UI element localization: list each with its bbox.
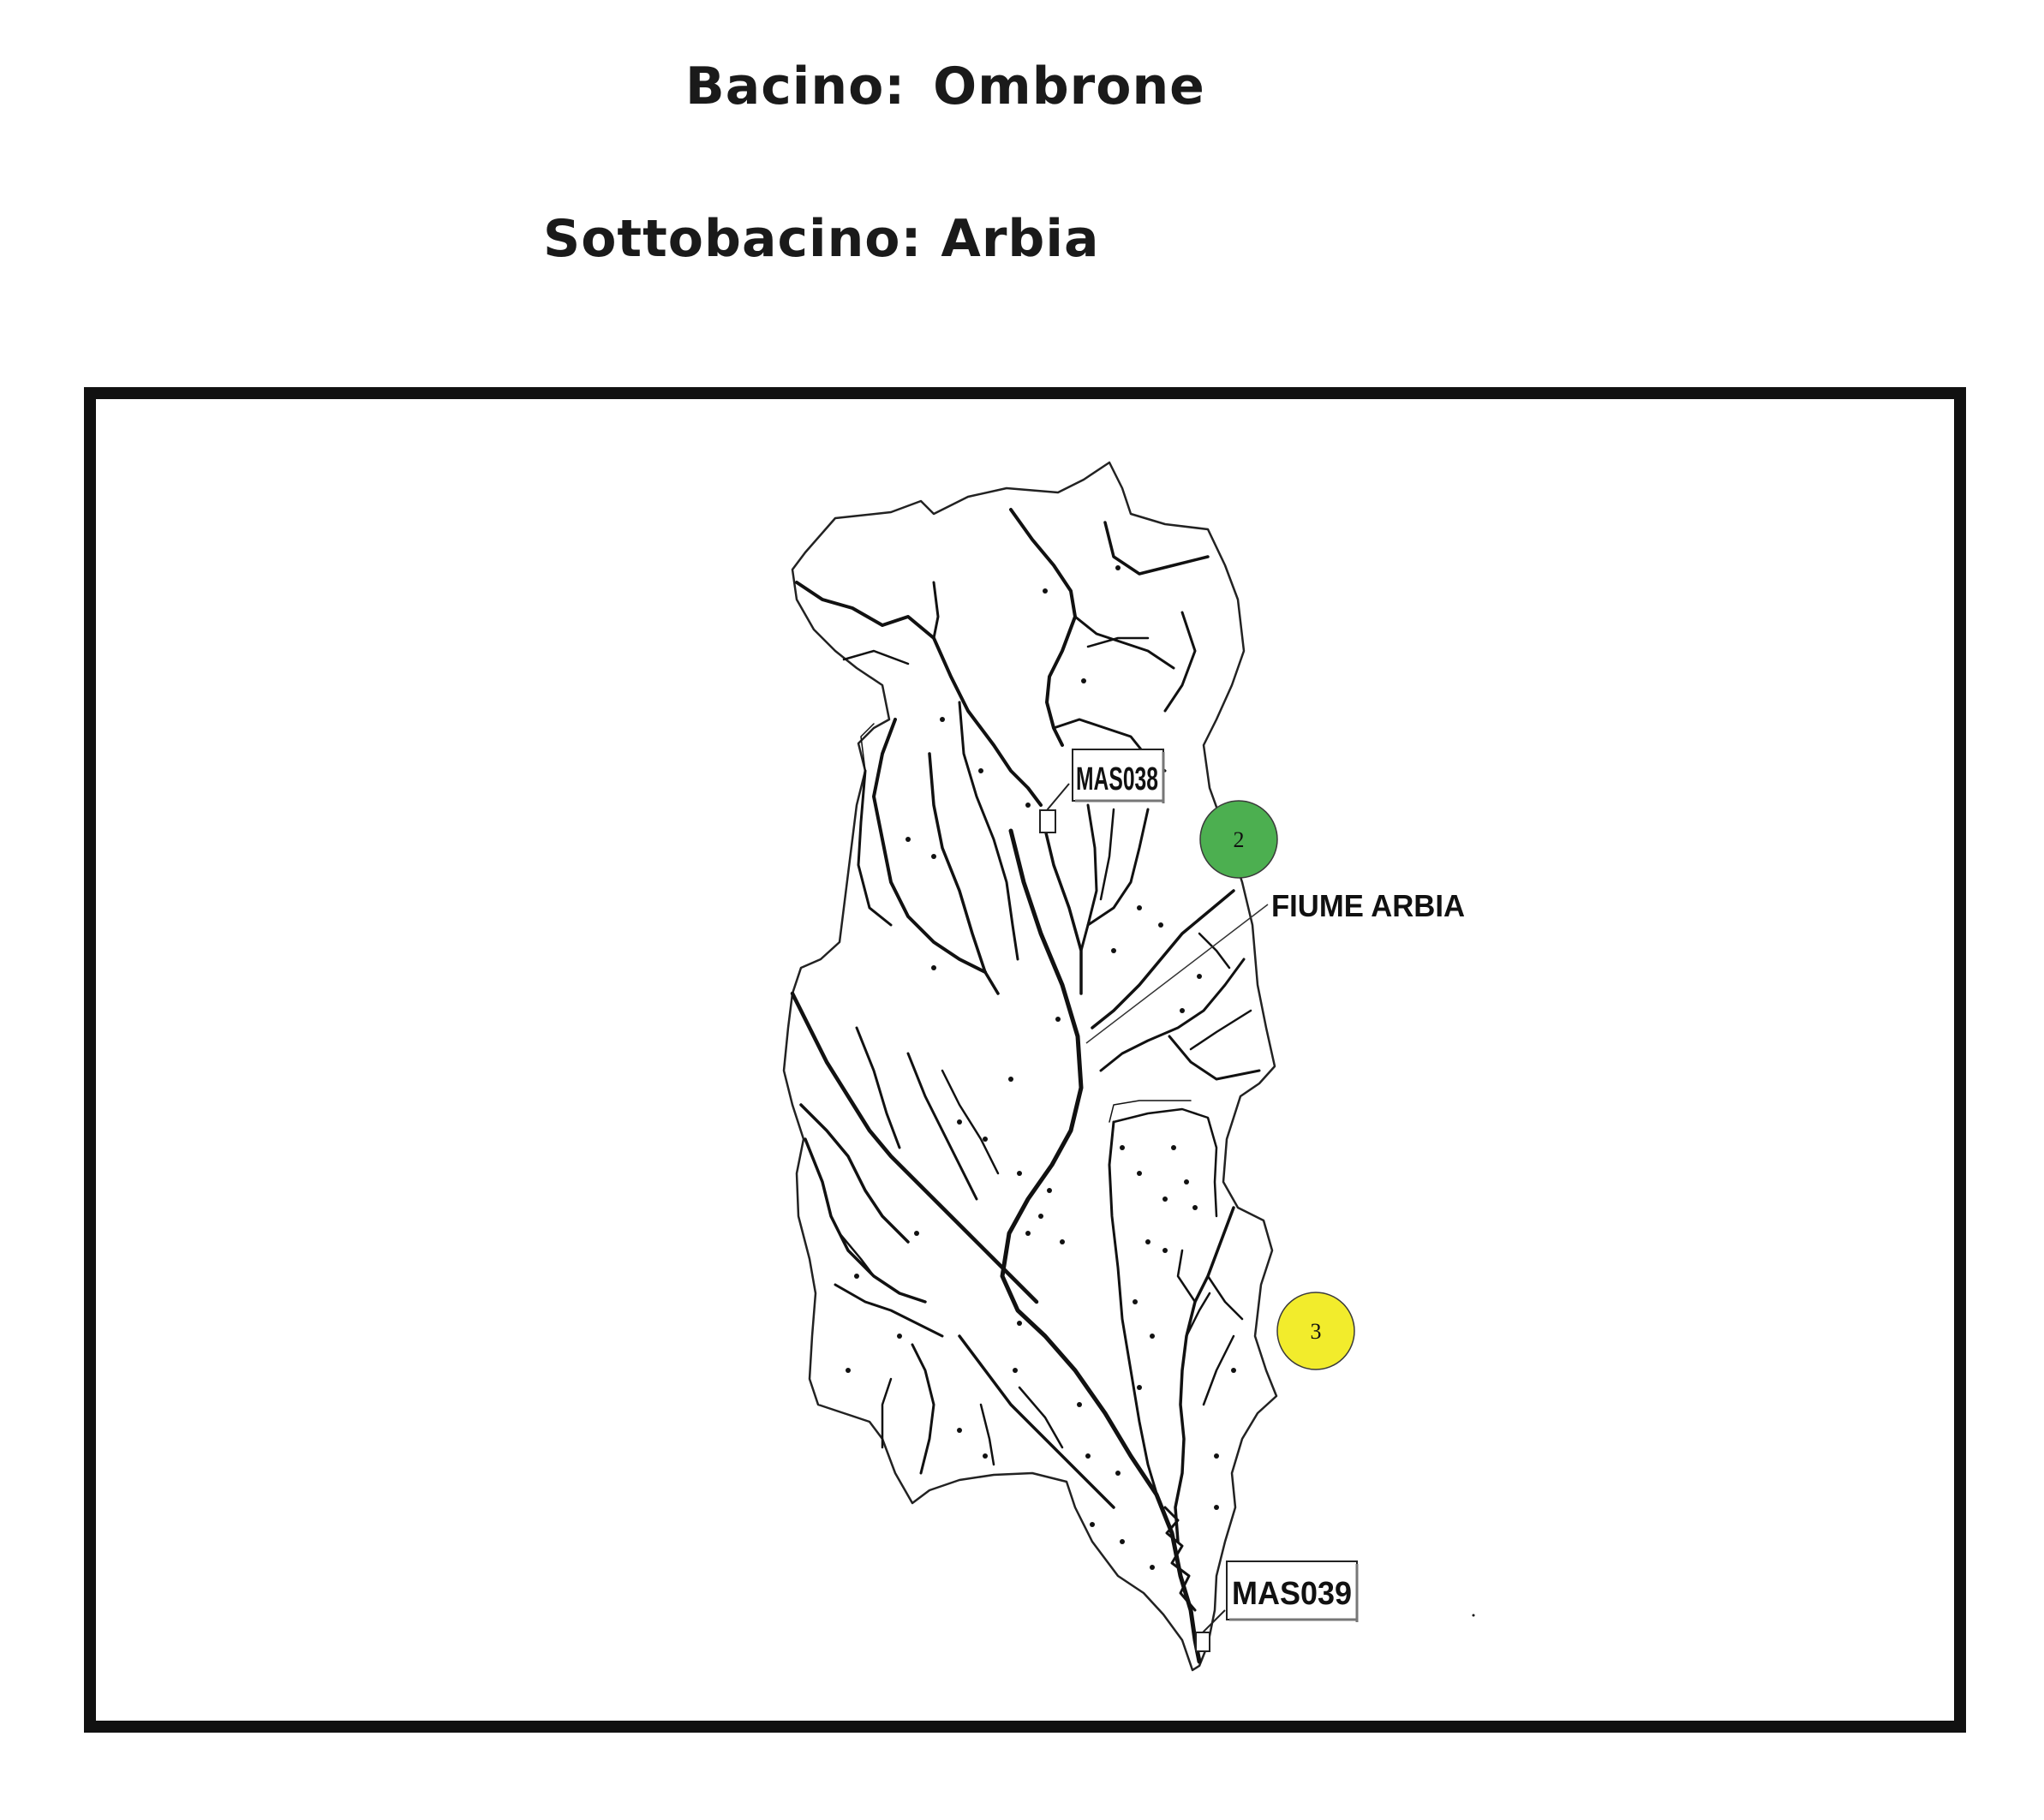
station-label-mas038: MAS038 xyxy=(1076,761,1158,797)
marker-2[interactable]: 2 xyxy=(1199,800,1278,879)
river-label-leader xyxy=(1085,904,1269,1044)
river-network xyxy=(790,508,1261,1664)
map-frame xyxy=(84,387,1966,1733)
river-label: FIUME ARBIA xyxy=(1271,888,1465,923)
station-mas038[interactable]: MAS038 xyxy=(1039,749,1165,833)
marker-3[interactable]: 3 xyxy=(1276,1292,1355,1370)
subbasin-title: Sottobacino: Arbia xyxy=(543,209,1100,269)
lake-dots xyxy=(846,565,1475,1617)
basin-title: Bacino: Ombrone xyxy=(685,57,1205,116)
marker-2-number: 2 xyxy=(1234,827,1245,852)
basin-outline xyxy=(782,461,1278,1672)
marker-3-number: 3 xyxy=(1311,1319,1322,1344)
station-mas039[interactable]: MAS039 xyxy=(1195,1560,1359,1652)
marker-2-circle xyxy=(1199,800,1278,879)
station-label-mas039: MAS039 xyxy=(1232,1576,1352,1612)
marker-3-circle xyxy=(1276,1292,1355,1370)
